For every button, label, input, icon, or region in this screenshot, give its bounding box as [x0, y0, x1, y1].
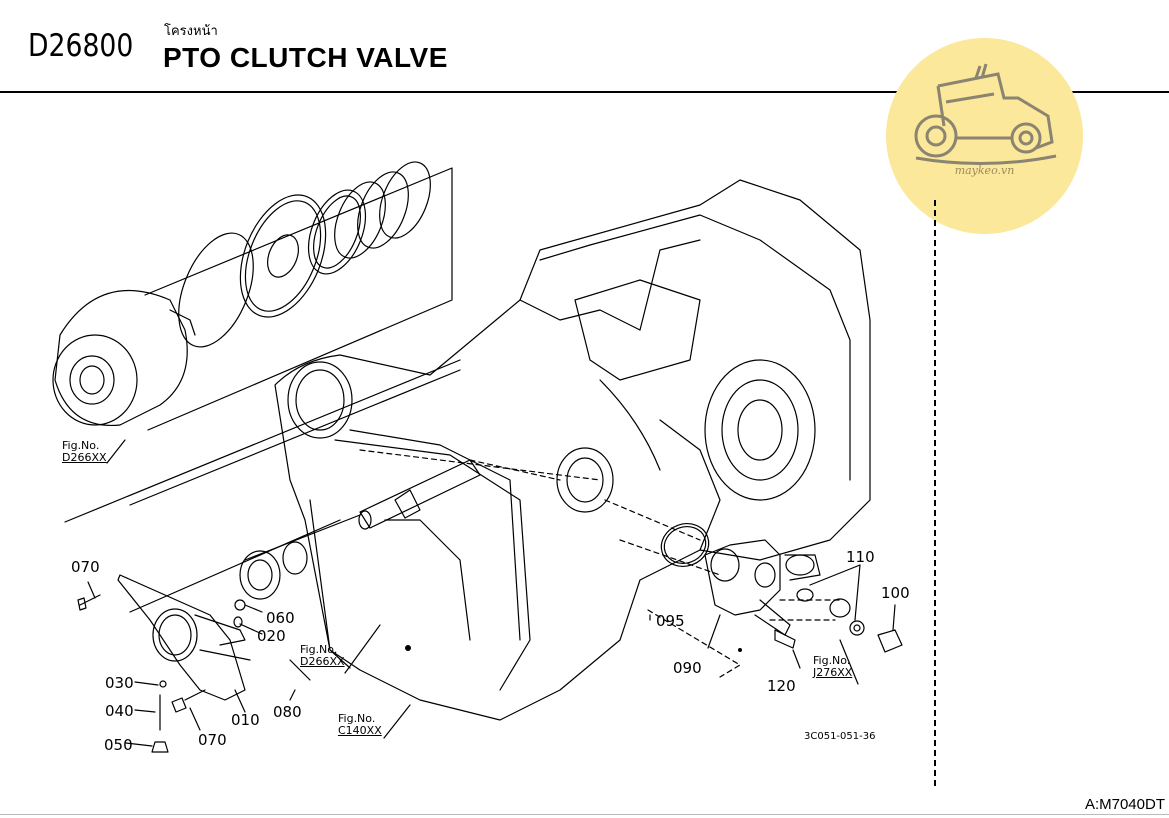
subtitle-thai: โครงหน้า — [164, 24, 218, 39]
part-label-060: 060 — [266, 609, 295, 627]
figure-reference[interactable]: Fig.No. C140XX — [338, 713, 382, 737]
separator-dashed-line — [934, 200, 936, 786]
part-label-070-top: 070 — [71, 558, 100, 576]
figure-reference-label: Fig.No. — [300, 643, 338, 656]
part-label-080: 080 — [273, 703, 302, 721]
part-label-070-bottom: 070 — [198, 731, 227, 749]
figure-reference-link[interactable]: D266XX — [62, 451, 107, 464]
watermark-logo: maykeo.vn — [886, 38, 1083, 234]
drawing-code: 3C051-051-36 — [804, 731, 876, 742]
footer-rule — [0, 814, 1169, 815]
part-label-100: 100 — [881, 584, 910, 602]
tractor-icon — [914, 63, 1057, 165]
part-label-090: 090 — [673, 659, 702, 677]
part-label-010: 010 — [231, 711, 260, 729]
model-code: A:M7040DT — [1084, 796, 1165, 813]
page-title: PTO CLUTCH VALVE — [163, 42, 448, 73]
part-label-120: 120 — [767, 677, 796, 695]
part-label-040: 040 — [105, 702, 134, 720]
figure-reference-link[interactable]: C140XX — [338, 724, 382, 737]
part-label-095: 095 — [656, 612, 685, 630]
figure-reference-link[interactable]: D266XX — [300, 655, 345, 668]
diagram-code: D26800 — [28, 28, 134, 64]
figure-reference-label: Fig.No. — [62, 439, 100, 452]
figure-reference[interactable]: Fig.No. J276XX — [813, 655, 852, 679]
header-rule — [0, 91, 1169, 93]
part-label-110: 110 — [846, 548, 875, 566]
part-label-030: 030 — [105, 674, 134, 692]
figure-reference-label: Fig.No. — [813, 654, 851, 667]
figure-reference[interactable]: Fig.No. D266XX — [62, 440, 107, 464]
figure-reference-link[interactable]: J276XX — [813, 666, 853, 679]
clutch-frame-line — [144, 167, 453, 431]
part-label-050: 050 — [104, 736, 133, 754]
figure-reference[interactable]: Fig.No. D266XX — [300, 644, 345, 668]
part-label-020: 020 — [257, 627, 286, 645]
watermark-text: maykeo.vn — [954, 164, 1015, 177]
figure-reference-label: Fig.No. — [338, 712, 376, 725]
